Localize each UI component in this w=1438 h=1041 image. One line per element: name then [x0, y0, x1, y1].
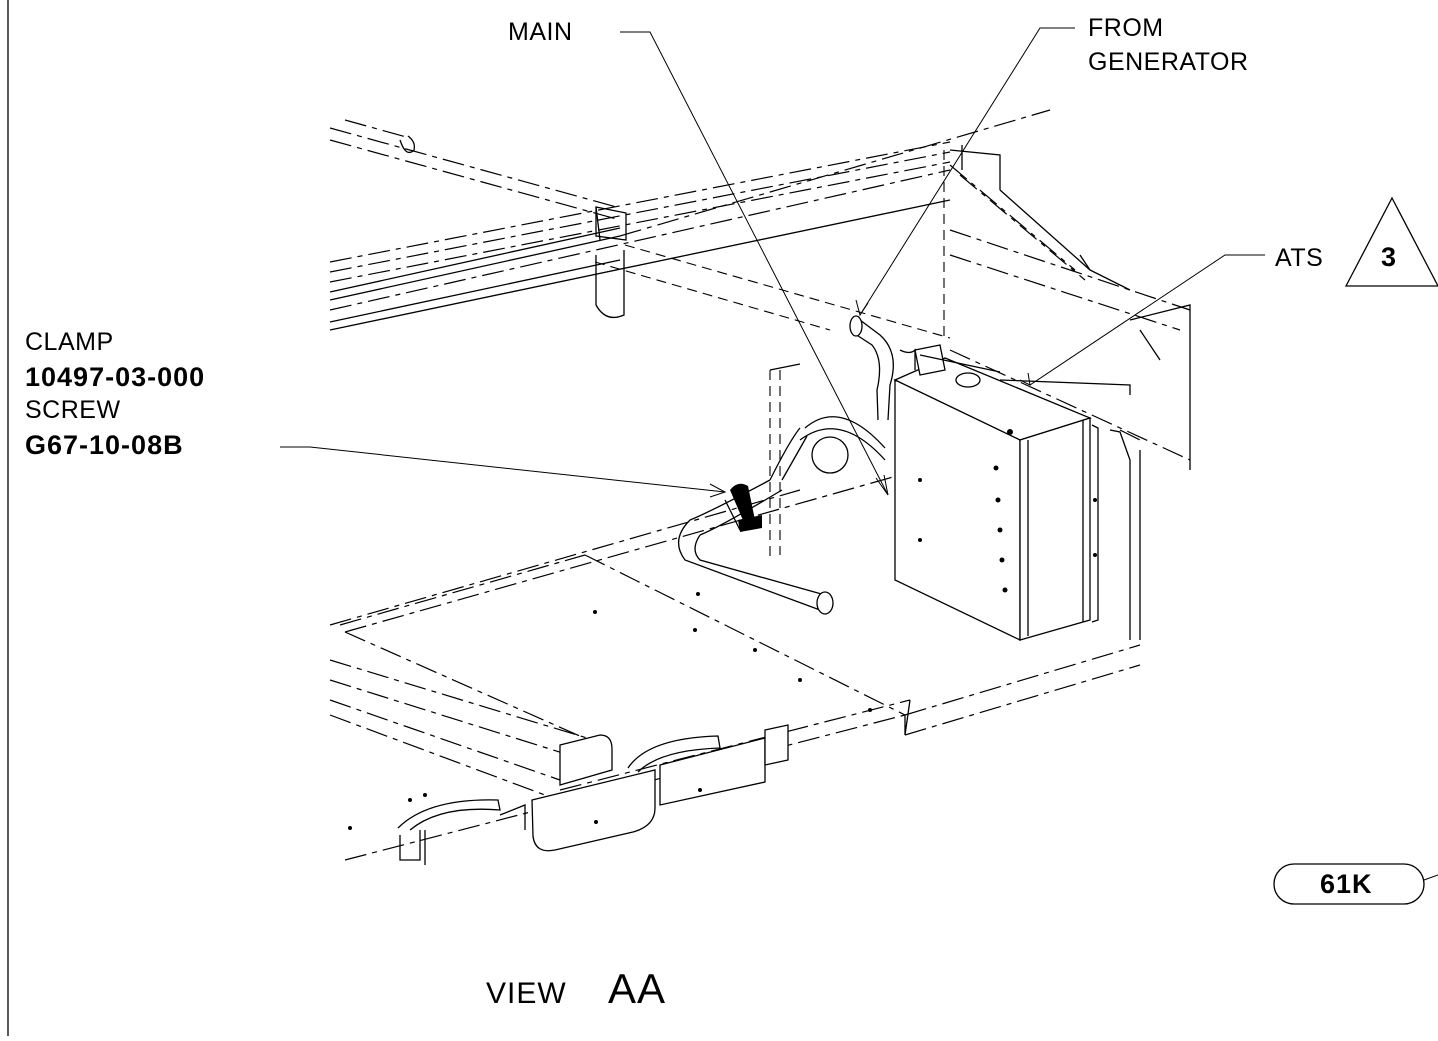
left-post [595, 250, 801, 560]
label-generator: GENERATOR [1088, 48, 1249, 76]
label-screw-part-number: G67-10-08B [25, 430, 184, 460]
reference-label: 61K [1320, 869, 1373, 899]
view-id: AA [608, 965, 666, 1012]
leader-from-generator [855, 27, 1075, 317]
leader-clamp [280, 446, 727, 498]
label-from: FROM [1088, 14, 1164, 42]
cable-conduit [678, 315, 916, 615]
leader-ats [1019, 254, 1265, 386]
ats-enclosure [893, 344, 1131, 642]
label-main: MAIN [508, 18, 573, 46]
leader-main [620, 31, 889, 496]
back-wall [594, 145, 1191, 470]
front-skirt [348, 724, 789, 865]
view-prefix: VIEW [486, 977, 567, 1010]
label-clamp: CLAMP [25, 328, 114, 356]
revision-triangle [1344, 196, 1438, 287]
label-screw: SCREW [25, 396, 121, 424]
upper-rail [329, 109, 1051, 331]
reference-bubble [1273, 863, 1425, 905]
label-clamp-part-number: 10497-03-000 [25, 362, 205, 392]
leader-61k [1423, 874, 1438, 881]
revision-number: 3 [1381, 242, 1397, 272]
clamp [724, 483, 762, 532]
label-ats: ATS [1275, 244, 1323, 272]
floor-tray [329, 429, 1141, 861]
